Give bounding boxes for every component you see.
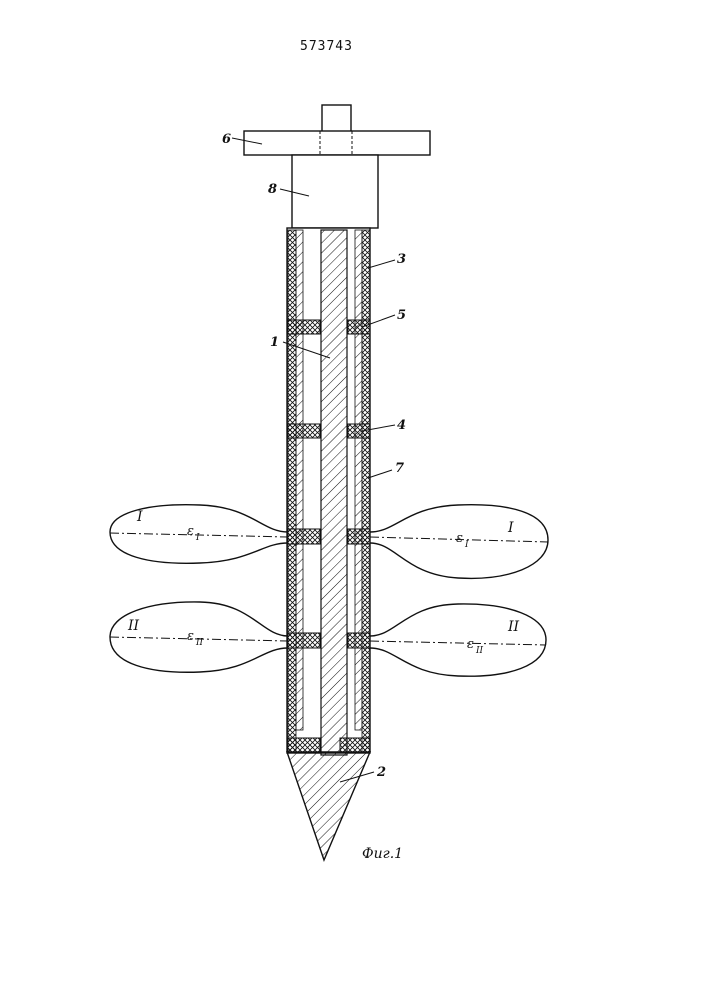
outer-wall-right (362, 230, 370, 752)
epsilon-lower-left-sub: II (195, 638, 204, 648)
lobe-label-lower-left: II (127, 618, 140, 634)
head-block (292, 155, 378, 228)
label-head: 8 (268, 182, 277, 197)
lobe-label-upper-left: I (136, 509, 143, 525)
lobe-lower-right (370, 604, 546, 676)
epsilon-lower-right: ε (467, 637, 474, 652)
axis-lower-right (370, 641, 546, 645)
spacer-5-left (288, 738, 320, 752)
label-rod: 1 (270, 335, 279, 350)
label-part-4: 4 (397, 418, 406, 433)
epsilon-upper-left: ε (187, 524, 194, 539)
leader-7 (368, 470, 392, 478)
outer-wall-left (288, 230, 296, 752)
spacer-5-right (340, 738, 370, 752)
probe-body (287, 228, 370, 860)
label-part-5: 5 (397, 308, 406, 323)
epsilon-upper-right: ε (456, 531, 463, 546)
spacer-2-left (288, 424, 320, 438)
spacer-4-right (348, 633, 370, 648)
label-part-7: 7 (395, 461, 404, 476)
spacer-2-right (348, 424, 370, 438)
figure-caption: Фиг.1 (362, 846, 403, 862)
leader-3 (368, 260, 395, 268)
electrode-strip-right (355, 230, 362, 730)
spacer-4-left (288, 633, 320, 648)
spacer-1-left (288, 320, 320, 334)
electrode-strip-left (296, 230, 303, 730)
label-part-3: 3 (397, 252, 406, 267)
patent-number: 573743 (300, 39, 353, 54)
label-handle: 6 (222, 132, 231, 147)
epsilon-lower-left: ε (187, 629, 194, 644)
spacer-1-right (348, 320, 370, 334)
top-pin (322, 105, 351, 132)
handle-bar (244, 131, 430, 155)
lobe-label-lower-right: II (507, 619, 520, 635)
spacer-3-right (348, 529, 370, 544)
epsilon-upper-right-sub: I (464, 540, 469, 550)
conical-tip (287, 752, 370, 860)
epsilon-upper-left-sub: I (195, 533, 200, 543)
label-tip: 2 (376, 765, 386, 780)
spacer-3-left (288, 529, 320, 544)
epsilon-lower-right-sub: II (475, 646, 484, 656)
lobe-label-upper-right: I (507, 520, 514, 536)
central-rod (321, 230, 347, 755)
